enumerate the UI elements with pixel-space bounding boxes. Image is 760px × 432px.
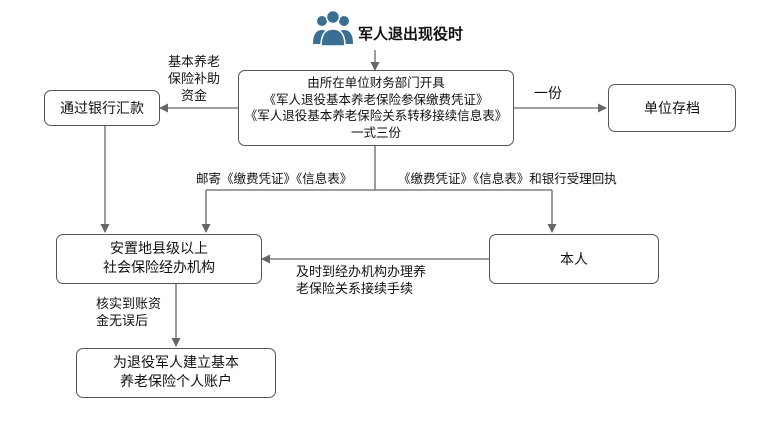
label-mail-documents: 邮寄《缴费凭证》《信息表》 xyxy=(196,171,353,186)
account-line-1: 为退役军人建立基本 xyxy=(113,355,239,371)
account-line-2: 养老保险个人账户 xyxy=(120,374,232,390)
node-issue-documents: 由所在单位财务部门开具 《军人退役基本养老保险参保缴费凭证》 《军人退役基本养老… xyxy=(238,70,514,146)
issue-line-1: 由所在单位财务部门开具 xyxy=(307,75,445,90)
start-title: 军人退出现役时 xyxy=(358,25,464,43)
verify-line-2: 金无误后 xyxy=(96,314,149,329)
handle-line-1: 及时到经办机构办理养 xyxy=(296,265,427,280)
handle-line-2: 老保险关系接续手续 xyxy=(296,282,414,297)
verify-line-1: 核实到账资 xyxy=(96,297,162,312)
subsidy-line-3: 资金 xyxy=(181,89,208,104)
node-bank-transfer: 通过银行汇款 xyxy=(44,90,160,126)
bank-label: 通过银行汇款 xyxy=(60,101,144,117)
label-one-copy: 一份 xyxy=(534,86,562,102)
subsidy-line-2: 保险补助 xyxy=(168,72,221,87)
archive-label: 单位存档 xyxy=(644,101,700,117)
label-verify-funds: 核实到账资 金无误后 xyxy=(96,296,161,330)
agency-line-2: 社会保险经办机构 xyxy=(103,260,215,276)
label-documents-to-self: 《缴费凭证》《信息表》和银行受理回执 xyxy=(398,171,617,186)
agency-line-1: 安置地县级以上 xyxy=(110,241,208,257)
label-handle-transfer: 及时到经办机构办理养 老保险关系接续手续 xyxy=(296,264,426,298)
label-subsidy-funds: 基本养老 保险补助 资金 xyxy=(168,54,220,105)
issue-line-4: 一式三份 xyxy=(350,124,401,140)
issue-line-2: 《军人退役基本养老保险参保缴费凭证》 xyxy=(263,91,489,107)
node-unit-archive: 单位存档 xyxy=(608,84,736,132)
node-personal-account: 为退役军人建立基本 养老保险个人账户 xyxy=(76,348,276,398)
issue-line-3: 《军人退役基本养老保险关系转移接续信息表》 xyxy=(244,108,508,123)
people-group-icon xyxy=(313,9,353,47)
node-social-insurance-agency: 安置地县级以上 社会保险经办机构 xyxy=(56,234,262,284)
node-self: 本人 xyxy=(489,234,659,284)
subsidy-line-1: 基本养老 xyxy=(168,55,221,70)
self-label: 本人 xyxy=(560,252,588,268)
